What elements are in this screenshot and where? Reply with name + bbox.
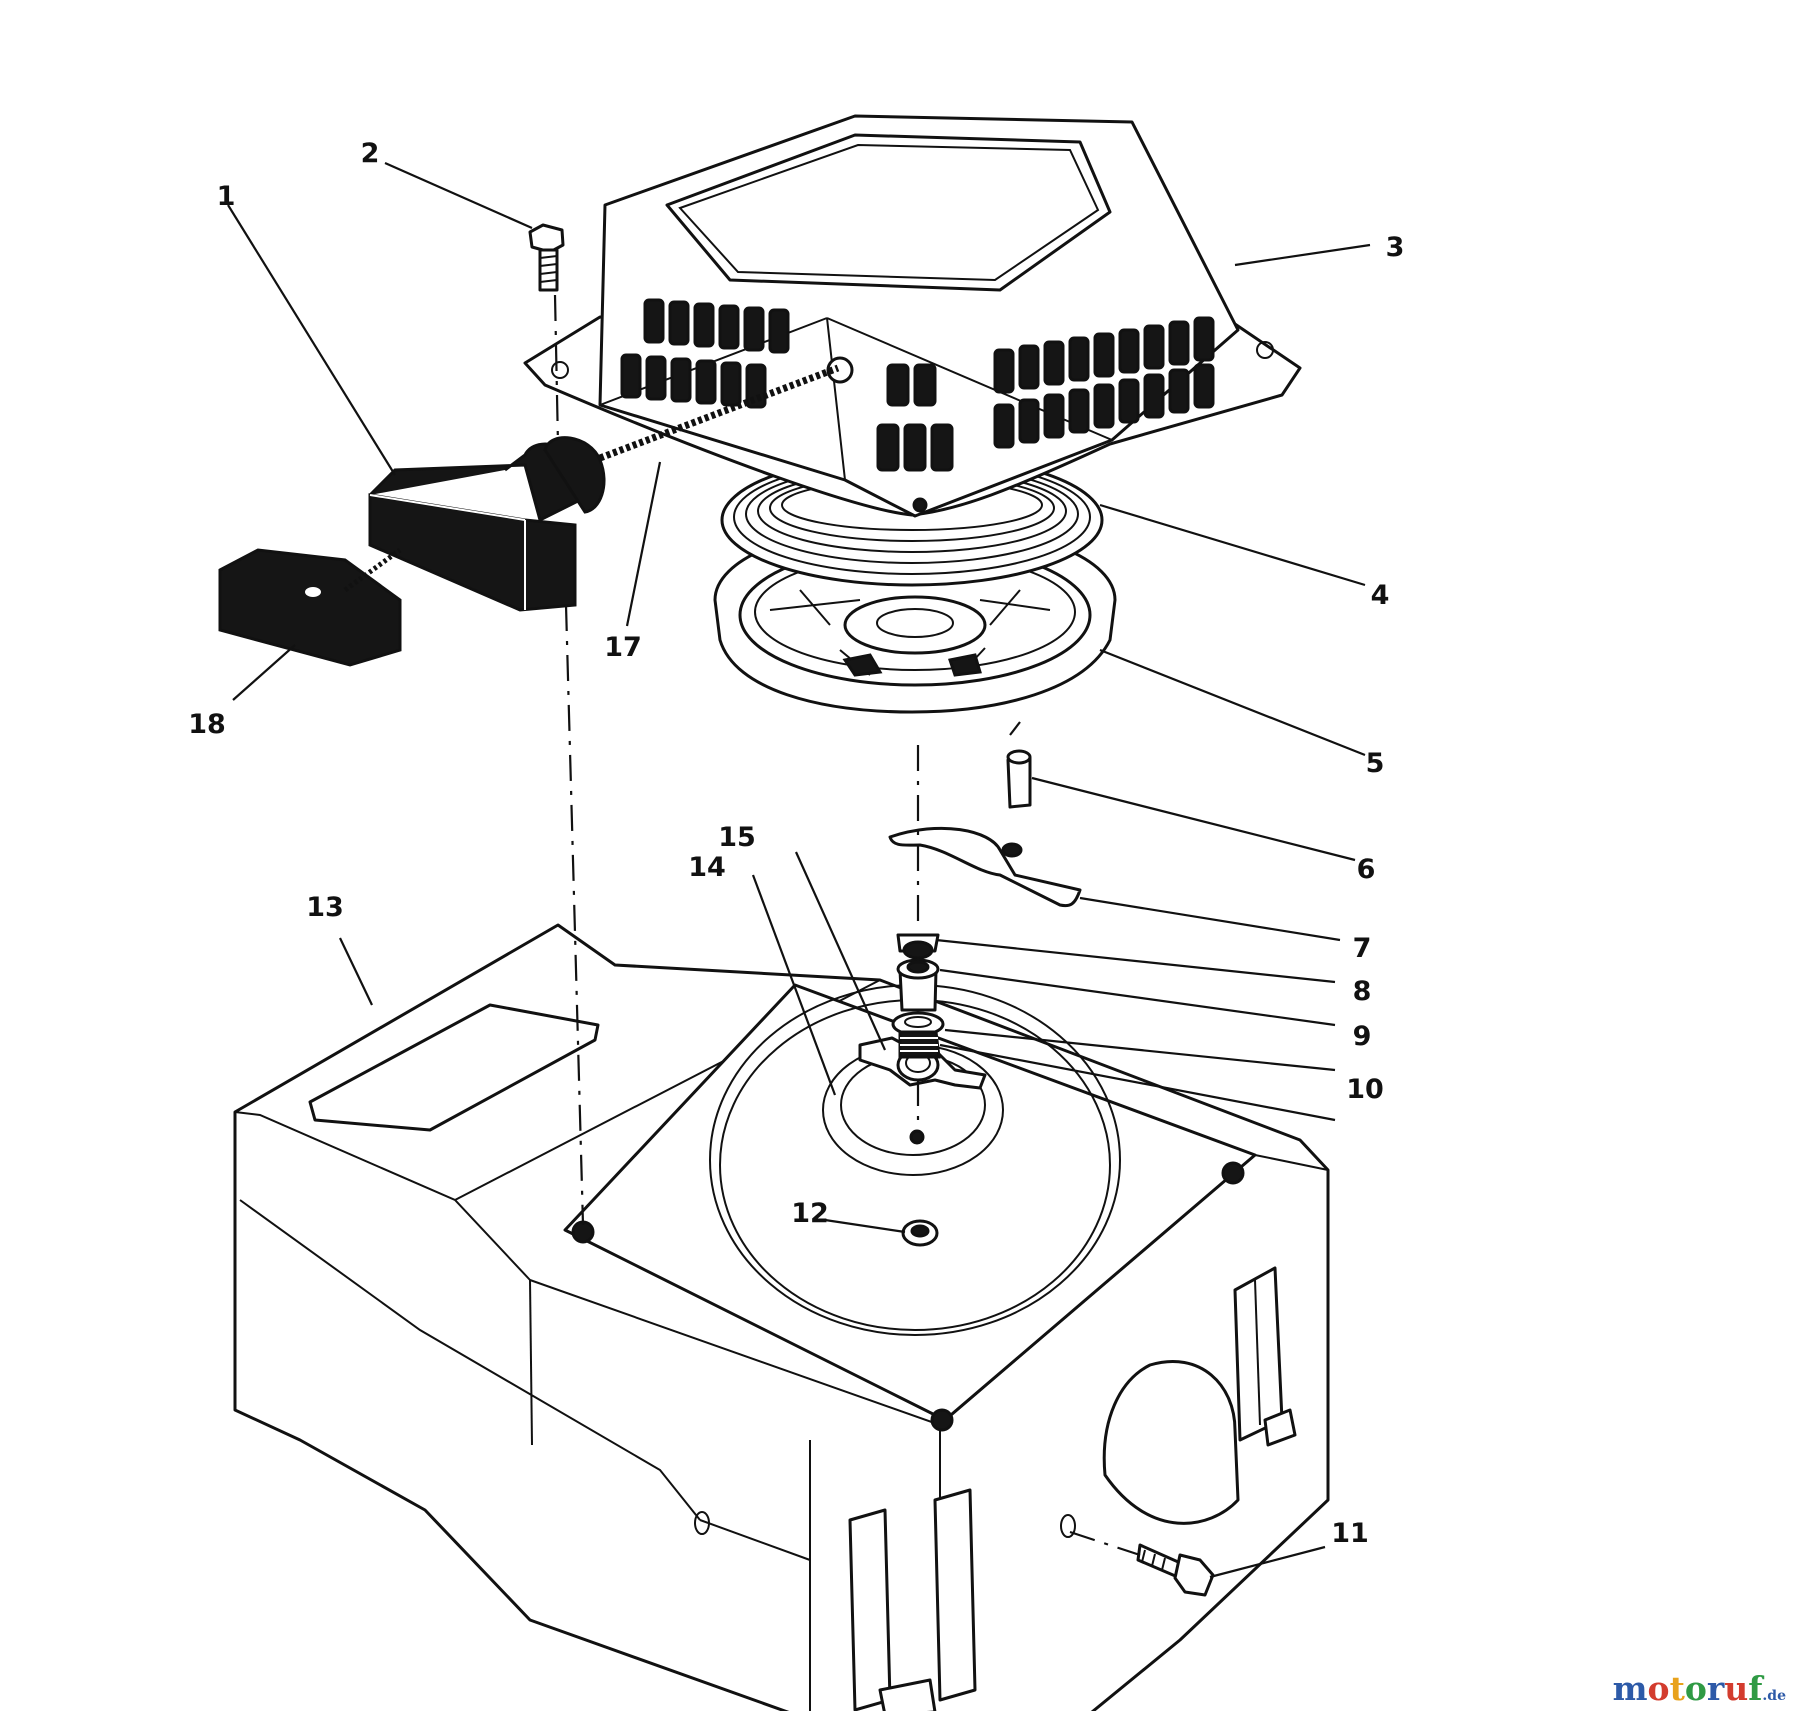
pawl-and-pin bbox=[888, 749, 1082, 908]
callout-4: 4 bbox=[1371, 580, 1390, 611]
callout-7: 7 bbox=[1353, 933, 1372, 964]
mounting-bolt bbox=[528, 223, 565, 292]
handle-insert bbox=[218, 547, 402, 667]
leader-lines bbox=[227, 161, 1371, 1579]
callout-5: 5 bbox=[1366, 748, 1385, 779]
blower-housing bbox=[233, 923, 1330, 1711]
svg-text:motoruf.de: motoruf.de bbox=[1613, 1669, 1786, 1708]
callout-3: 3 bbox=[1386, 232, 1405, 263]
callout-1: 1 bbox=[217, 181, 236, 212]
center-shaft-assembly bbox=[891, 933, 945, 1059]
callout-10: 10 bbox=[1346, 1074, 1384, 1105]
handle-grip bbox=[368, 436, 606, 612]
callout-11: 11 bbox=[1331, 1518, 1369, 1549]
callout-2: 2 bbox=[361, 138, 380, 169]
watermark-logo: motoruf.de bbox=[1613, 1669, 1786, 1708]
alignment-lines bbox=[553, 294, 1141, 1557]
callout-6: 6 bbox=[1357, 854, 1376, 885]
starter-rope bbox=[598, 364, 840, 462]
callout-labels: 1 2 3 4 5 6 7 8 9 10 11 12 13 14 15 17 1… bbox=[188, 138, 1404, 1549]
callout-13: 13 bbox=[306, 892, 344, 923]
callout-12: 12 bbox=[791, 1198, 829, 1229]
callout-15: 15 bbox=[718, 822, 756, 853]
callout-8: 8 bbox=[1353, 976, 1372, 1007]
callout-18: 18 bbox=[188, 709, 226, 740]
callout-9: 9 bbox=[1353, 1021, 1372, 1052]
callout-14: 14 bbox=[688, 852, 726, 883]
callout-17: 17 bbox=[604, 632, 642, 663]
recoil-housing bbox=[523, 114, 1302, 518]
shroud-screw bbox=[1136, 1543, 1215, 1597]
